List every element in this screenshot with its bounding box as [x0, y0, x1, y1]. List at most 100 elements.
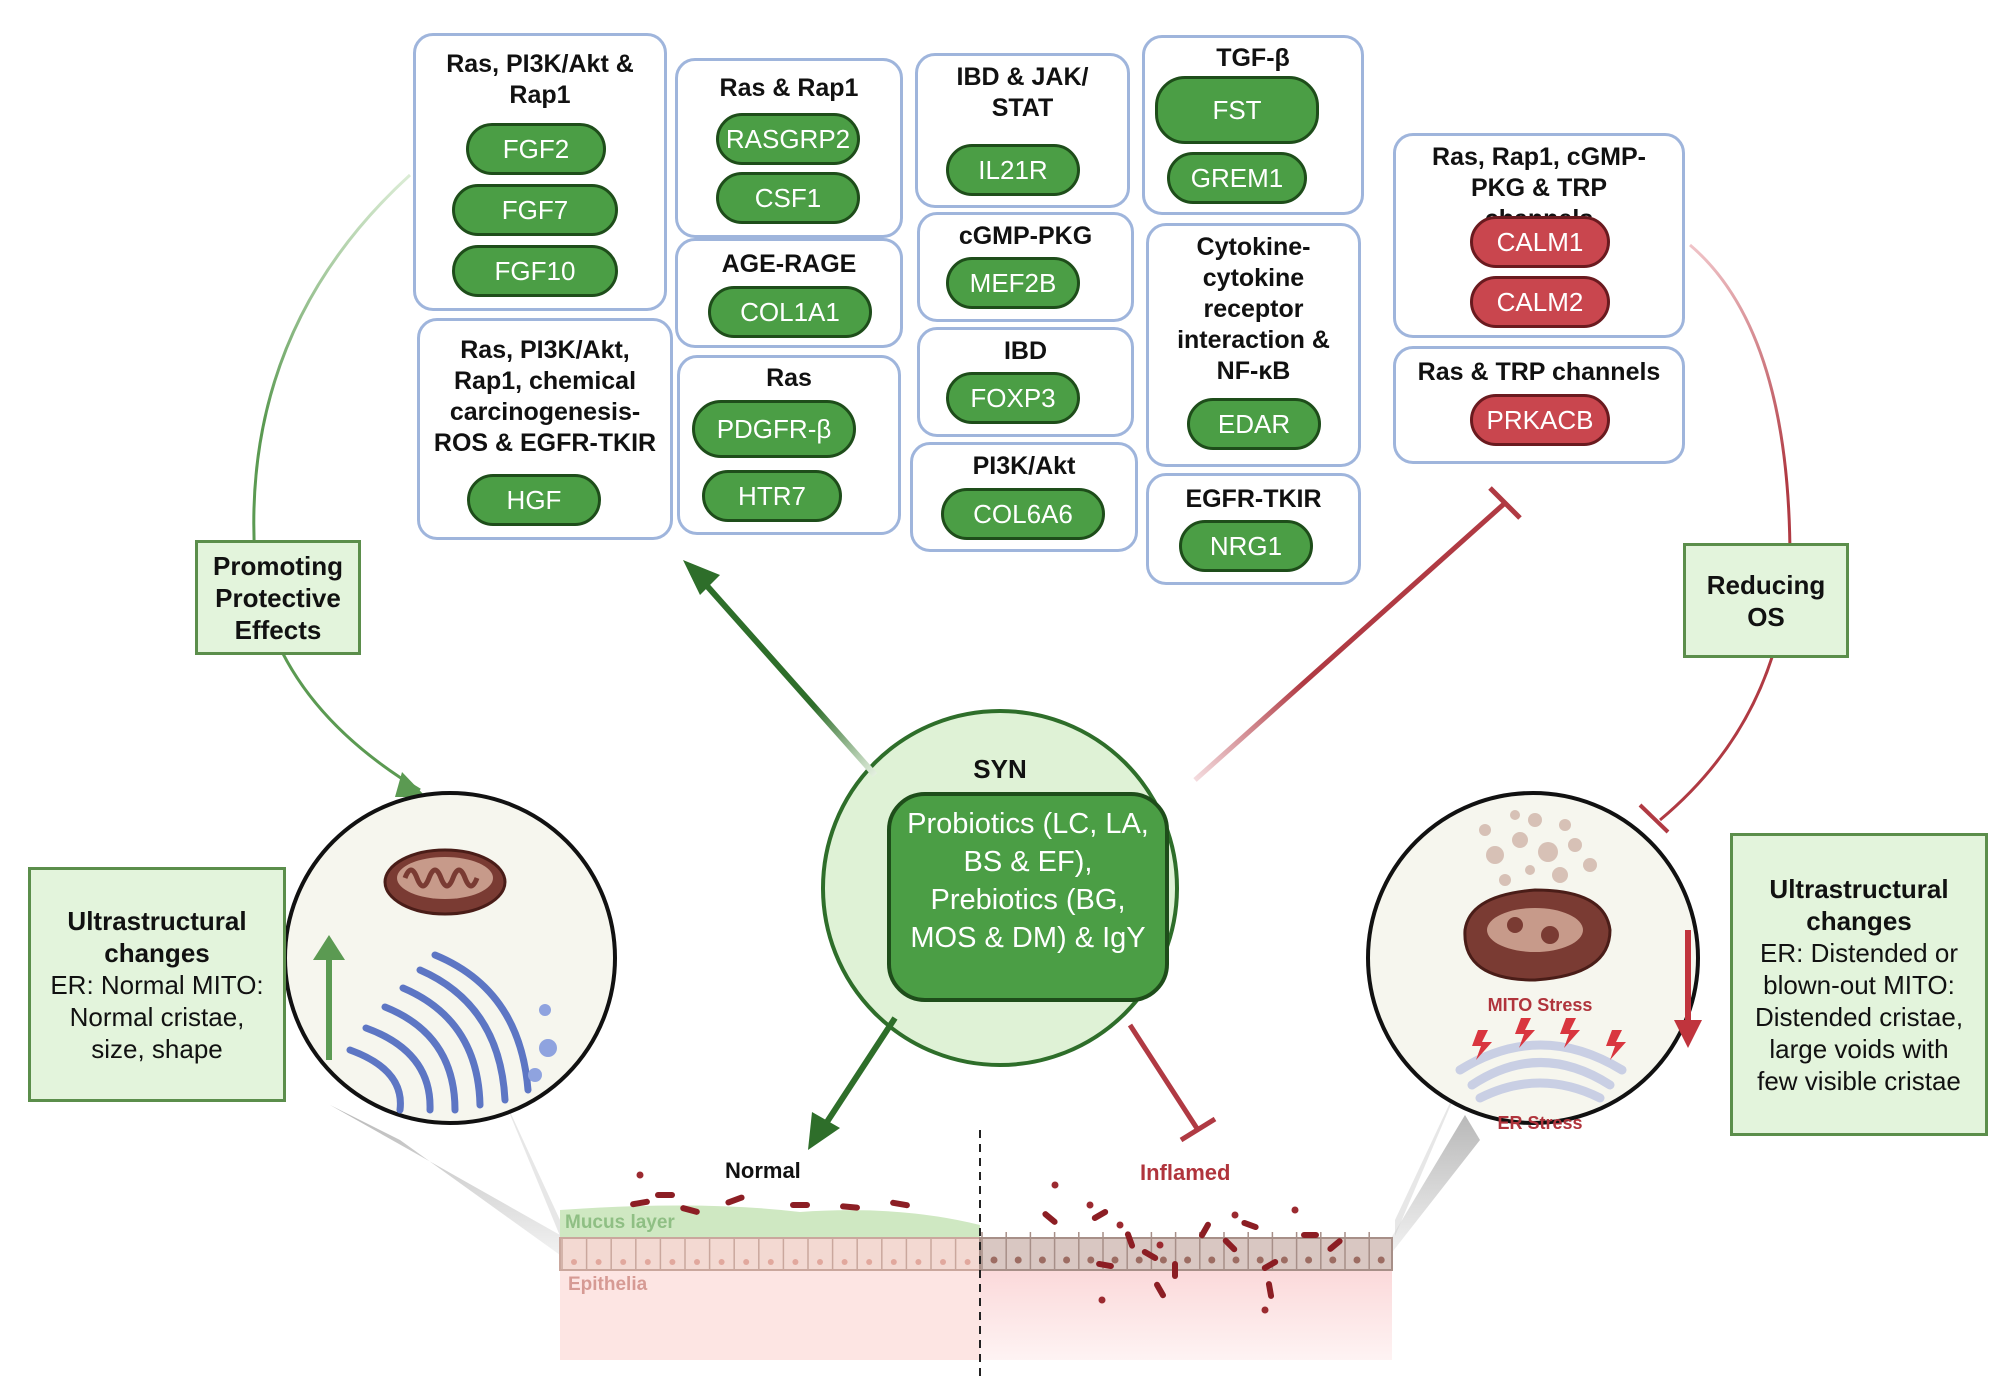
bacterium-inflamed — [1172, 1261, 1178, 1279]
left-ultra-title: Ultrastructural changes — [67, 905, 247, 968]
panel-title: IBD — [1003, 337, 1048, 365]
reducing-label: Reducing OS — [1683, 543, 1849, 658]
gene-pill-fgf2: FGF2 — [466, 123, 606, 175]
mitochondrion-stressed-icon — [1463, 810, 1612, 982]
panel-ras-rap1-trp: Ras, Rap1, cGMP-PKG & TRP channels CALM1… — [1393, 133, 1685, 338]
bacterium-inflamed — [1124, 1231, 1136, 1249]
left-cone-2 — [500, 1090, 560, 1236]
epithelial-cell — [940, 1259, 946, 1265]
epithelial-cell-inflamed — [1111, 1256, 1119, 1264]
debris-dot — [1098, 1296, 1106, 1304]
epithelial-cell — [743, 1259, 750, 1265]
epithelial-cell-inflamed — [1232, 1256, 1240, 1264]
epithelial-cell-inflamed — [1208, 1256, 1216, 1264]
left-ultra-body: ER: Normal MITO: Normal cristae, size, s… — [50, 969, 264, 1064]
gene-pill-calm1: CALM1 — [1470, 216, 1610, 268]
panel-title: EGFR-TKIR — [1185, 485, 1322, 513]
epithelial-cell-inflamed — [1014, 1256, 1022, 1264]
debris-dot — [1291, 1206, 1299, 1214]
right-ultra-body: ER: Distended or blown-out MITO: Distend… — [1754, 937, 1964, 1096]
debris-dot — [1156, 1241, 1164, 1249]
gene-pill-prkacb: PRKACB — [1470, 394, 1610, 446]
left-cone — [330, 1105, 560, 1255]
panel-ras-pi3k-long: Ras, PI3K/Akt, Rap1, chemical carcinogen… — [417, 318, 673, 540]
gene-pill-col1a1: COL1A1 — [708, 286, 872, 338]
epithelial-cell-inflamed — [1329, 1256, 1337, 1264]
right-ultrastructure-box: Ultrastructural changes ER: Distended or… — [1730, 833, 1988, 1136]
gene-pill-grem1: GREM1 — [1167, 152, 1307, 204]
mitochondrion-normal-icon — [383, 848, 507, 916]
inflamed-label: Inflamed — [1140, 1160, 1231, 1185]
debris-dot — [636, 1171, 644, 1179]
epithelial-cell — [595, 1259, 602, 1265]
panel-title: cGMP-PKG — [958, 222, 1093, 250]
epithelia-label: Epithelia — [568, 1274, 648, 1295]
gene-pill-fgf7: FGF7 — [452, 184, 618, 236]
left-arc — [252, 173, 421, 792]
gene-pill-pdgfrb: PDGFR-β — [692, 400, 856, 458]
gene-pill-fgf10: FGF10 — [452, 245, 618, 297]
bacterium — [725, 1194, 745, 1206]
right-ultra-title: Ultrastructural changes — [1769, 873, 1949, 936]
epithelial-cell — [817, 1259, 823, 1265]
epithelial-cell-inflamed — [1135, 1256, 1143, 1264]
bacterium-inflamed — [1301, 1232, 1319, 1238]
promoting-text: Promoting Protective Effects — [213, 550, 343, 645]
reducing-text: Reducing OS — [1706, 569, 1826, 632]
panel-tgf: TGF-β FST GREM1 — [1142, 35, 1364, 215]
epithelial-cell — [718, 1259, 725, 1265]
epithelial-cell — [964, 1259, 971, 1265]
epithelial-cell — [866, 1259, 873, 1265]
inhibit-to-inflamed — [1127, 1023, 1201, 1132]
gene-pill-edar: EDAR — [1187, 398, 1321, 450]
epithelial-cell-inflamed — [1038, 1256, 1046, 1264]
promoting-label: Promoting Protective Effects — [195, 540, 361, 655]
panel-ibd: IBD FOXP3 — [917, 327, 1134, 437]
panel-title: Ras & Rap1 — [719, 74, 859, 102]
lightning-icons — [1472, 1018, 1626, 1060]
gene-pill-hgf: HGF — [467, 474, 601, 526]
gene-pill-csf1: CSF1 — [716, 172, 860, 224]
gut-tissue — [559, 1130, 1393, 1380]
er-normal-icon — [346, 951, 557, 1114]
inhibit-to-top-right — [1193, 501, 1507, 782]
epithelial-cell — [694, 1259, 700, 1265]
panel-cytokine: Cytokine- cytokine receptor interaction … — [1146, 223, 1361, 467]
gene-pill-il21r: IL21R — [946, 144, 1080, 196]
gene-pill-nrg1: NRG1 — [1179, 520, 1313, 572]
epithelial-cell — [792, 1259, 799, 1265]
panel-title: PI3K/Akt — [972, 452, 1076, 480]
panel-title: Ras, PI3K/Akt, Rap1, chemical carcinogen… — [433, 336, 657, 457]
bacterium-inflamed — [1154, 1281, 1166, 1299]
gene-pill-fst: FST — [1155, 76, 1319, 144]
gene-pill-mef2b: MEF2B — [946, 257, 1080, 309]
epithelial-cell-inflamed — [1063, 1256, 1071, 1264]
panel-title: Ras & TRP channels — [1417, 358, 1661, 386]
epithelial-cell-inflamed — [1377, 1256, 1385, 1264]
bacterium — [680, 1205, 700, 1215]
epithelial-cell — [841, 1259, 848, 1265]
left-ultrastructure-box: Ultrastructural changes ER: Normal MITO:… — [28, 867, 286, 1102]
bacterium — [890, 1199, 910, 1209]
center-content: Probiotics (LC, LA, BS & EF), Prebiotics… — [907, 808, 1149, 954]
panel-title: Cytokine- cytokine receptor interaction … — [1177, 233, 1330, 385]
bacterium-inflamed — [1265, 1281, 1275, 1299]
panel-ras-rap1: Ras & Rap1 RASGRP2 CSF1 — [675, 58, 903, 238]
gene-pill-rasgrp2: RASGRP2 — [716, 113, 860, 165]
normal-label: Normal — [725, 1158, 801, 1183]
panel-ibd-jak: IBD & JAK/ STAT IL21R — [915, 53, 1130, 208]
arrow-to-normal — [822, 1016, 898, 1127]
mucus-label: Mucus layer — [565, 1212, 675, 1233]
epithelial-cell-inflamed — [1159, 1256, 1167, 1264]
bacterium-inflamed — [1261, 1259, 1279, 1271]
bacterium-inflamed — [1199, 1221, 1211, 1239]
panel-title: AGE-RAGE — [721, 250, 857, 278]
right-cone — [1390, 1115, 1480, 1255]
inflamed-epithelium — [979, 1237, 1393, 1271]
bacterium — [630, 1198, 650, 1208]
epithelial-cell — [890, 1259, 897, 1265]
panel-pi3k: PI3K/Akt COL6A6 — [910, 442, 1138, 552]
panel-age-rage: AGE-RAGE COL1A1 — [675, 238, 903, 348]
gene-pill-htr7: HTR7 — [702, 470, 842, 522]
